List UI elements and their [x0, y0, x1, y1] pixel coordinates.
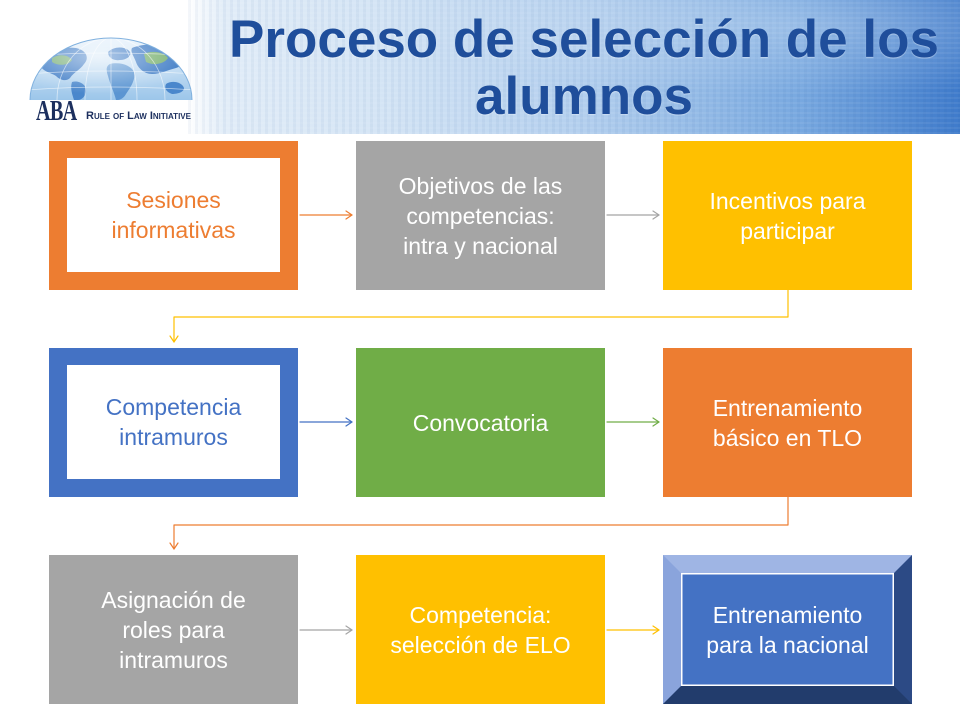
step-asignacion-roles: Asignación de roles para intramuros: [49, 555, 298, 704]
step-label: Objetivos de las competencias: intra y n…: [398, 172, 563, 259]
step-face: Entrenamiento básico en TLO: [663, 348, 912, 497]
step-label: Asignación de roles para intramuros: [101, 586, 246, 673]
step-competencia-intramuros: Competencia intramuros: [49, 348, 298, 497]
step-seleccion-elo: Competencia: selección de ELO: [356, 555, 605, 704]
arrow-head: [652, 625, 660, 635]
globe-outline: [29, 37, 193, 101]
step-convocatoria: Convocatoria: [356, 348, 605, 497]
arrow-head: [345, 210, 353, 220]
aba-mark: ABA: [36, 96, 77, 127]
arrow-step2-to-step3: [606, 210, 660, 220]
step-face: Sesiones informativas: [67, 158, 280, 272]
arrow-head: [345, 417, 353, 427]
arrow-head: [169, 335, 179, 343]
arrow-step3-to-step4: [169, 289, 789, 343]
arrow-step7-to-step8: [299, 625, 353, 635]
arrow-line: [173, 496, 789, 550]
arrow-step6-to-step7: [169, 496, 789, 550]
globe-icon: [29, 37, 193, 101]
step-sesiones-informativas: Sesiones informativas: [49, 141, 298, 290]
arrow-step1-to-step2: [299, 210, 353, 220]
step-face: Convocatoria: [356, 348, 605, 497]
arrow-step4-to-step5: [299, 417, 353, 427]
step-label: Competencia intramuros: [105, 394, 242, 450]
step-face: Competencia intramuros: [67, 365, 280, 479]
step-face: Competencia: selección de ELO: [356, 555, 605, 704]
step-incentivos: Incentivos para participar: [663, 141, 912, 290]
arrow-step5-to-step6: [606, 417, 660, 427]
arrow-line: [173, 289, 789, 343]
step-objetivos-competencias: Objetivos de las competencias: intra y n…: [356, 141, 605, 290]
step-label: Sesiones informativas: [111, 187, 236, 243]
step-label: Entrenamiento para la nacional: [706, 601, 869, 658]
step-label: Convocatoria: [412, 409, 549, 436]
step-entrenamiento-nacional: Entrenamiento para la nacional: [663, 555, 912, 704]
globe-land: [30, 38, 192, 100]
page-title: Proceso de selección de los alumnos: [229, 10, 939, 126]
step-face: Entrenamiento para la nacional: [681, 573, 894, 686]
arrow-head: [652, 417, 660, 427]
aba-logo: ABA Rule of Law Initiative: [26, 34, 196, 126]
step-label: Incentivos para participar: [709, 187, 866, 244]
arrow-head: [652, 210, 660, 220]
arrow-step8-to-step9: [606, 625, 660, 635]
step-label: Competencia: selección de ELO: [390, 601, 571, 658]
step-face: Objetivos de las competencias: intra y n…: [356, 141, 605, 290]
header-banner: [188, 0, 960, 134]
arrow-head: [169, 542, 179, 550]
arrow-head: [345, 625, 353, 635]
logo-name: Rule of Law Initiative: [86, 110, 191, 122]
globe-shine: [30, 38, 192, 100]
step-face: Incentivos para participar: [663, 141, 912, 290]
step-entrenamiento-basico: Entrenamiento básico en TLO: [663, 348, 912, 497]
step-face: Asignación de roles para intramuros: [49, 555, 298, 704]
step-label: Entrenamiento básico en TLO: [712, 394, 863, 451]
